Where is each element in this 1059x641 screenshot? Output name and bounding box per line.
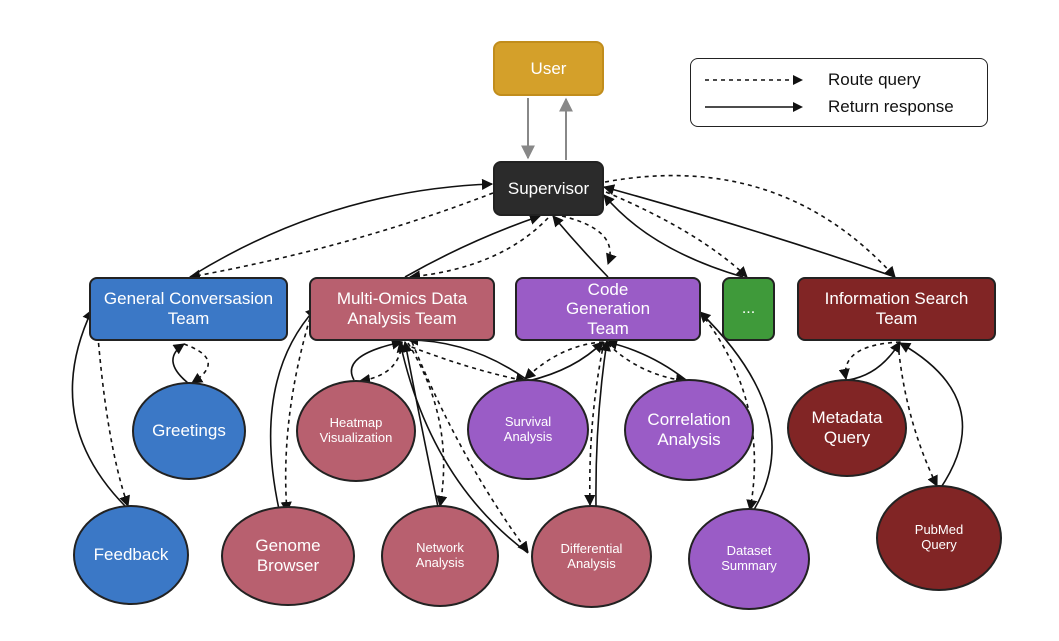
survival-analysis-node: Survival Analysis bbox=[467, 379, 589, 480]
legend-route-label: Route query bbox=[828, 70, 921, 89]
edge-codegen-return bbox=[552, 215, 609, 278]
metadata-query-node: Metadata Query bbox=[787, 379, 907, 477]
code-generation-team-node: Code Generation Team bbox=[515, 277, 701, 341]
edge-info-route bbox=[604, 174, 896, 278]
legend: Route query Return response bbox=[690, 58, 988, 127]
edge-other-route bbox=[605, 191, 748, 278]
greetings-node: Greetings bbox=[132, 382, 246, 480]
genome-browser-node: Genome Browser bbox=[221, 506, 355, 606]
edge-multiomics-route bbox=[408, 217, 549, 282]
edge-survival-cg-return bbox=[527, 341, 604, 382]
edge-network-return bbox=[401, 340, 439, 508]
legend-return-label: Return response bbox=[828, 97, 954, 116]
edge-multiomics-return bbox=[404, 213, 542, 278]
edge-pubmed-route bbox=[897, 342, 938, 488]
multi-omics-team-node: Multi-Omics Data Analysis Team bbox=[309, 277, 495, 341]
edge-diff-mo-route bbox=[411, 341, 529, 553]
edge-greetings-route bbox=[183, 343, 209, 384]
edge-survival-cg-route bbox=[524, 341, 604, 380]
edge-general-return bbox=[189, 178, 494, 278]
edge-genome-return bbox=[269, 307, 317, 515]
edge-metadata-return bbox=[847, 341, 901, 381]
feedback-node: Feedback bbox=[73, 505, 189, 605]
edge-feedback-route bbox=[95, 310, 130, 508]
differential-analysis-node: Differential Analysis bbox=[531, 505, 652, 608]
correlation-analysis-node: Correlation Analysis bbox=[624, 379, 754, 481]
edge-diff-cg-return bbox=[595, 339, 612, 507]
edge-metadata-route bbox=[838, 341, 901, 381]
edge-info-return bbox=[602, 184, 896, 278]
edge-dataset-route bbox=[699, 311, 758, 512]
general-conversation-team-node: General Conversasion Team bbox=[89, 277, 288, 341]
pubmed-query-node: PubMed Query bbox=[876, 485, 1002, 591]
supervisor-node: Supervisor bbox=[493, 161, 604, 216]
edge-correlation-return bbox=[605, 338, 687, 381]
legend-return-row: Return response bbox=[691, 96, 987, 118]
edge-correlation-route bbox=[607, 343, 688, 386]
edge-other-return bbox=[603, 194, 744, 278]
user-node: User bbox=[493, 41, 604, 96]
dataset-summary-node: Dataset Summary bbox=[688, 508, 810, 610]
dashed-arrow-icon bbox=[705, 75, 803, 85]
edge-pubmed-return bbox=[899, 342, 964, 490]
edge-feedback-return bbox=[71, 308, 127, 508]
other-team-node: ... bbox=[722, 277, 775, 341]
edge-diff-cg-route bbox=[584, 341, 605, 507]
edge-greetings-return bbox=[172, 343, 189, 384]
edge-survival-mo-route bbox=[403, 343, 528, 385]
edge-genome-route bbox=[280, 317, 311, 514]
edge-codegen-route bbox=[561, 215, 617, 266]
heatmap-visualization-node: Heatmap Visualization bbox=[296, 380, 416, 482]
legend-route-row: Route query bbox=[691, 69, 987, 91]
solid-arrow-icon bbox=[705, 102, 803, 112]
information-search-team-node: Information Search Team bbox=[797, 277, 996, 341]
edge-general-route bbox=[188, 192, 494, 281]
edge-heatmap-return bbox=[350, 338, 404, 381]
network-analysis-node: Network Analysis bbox=[381, 505, 499, 607]
edge-diff-mo-return bbox=[396, 340, 529, 554]
